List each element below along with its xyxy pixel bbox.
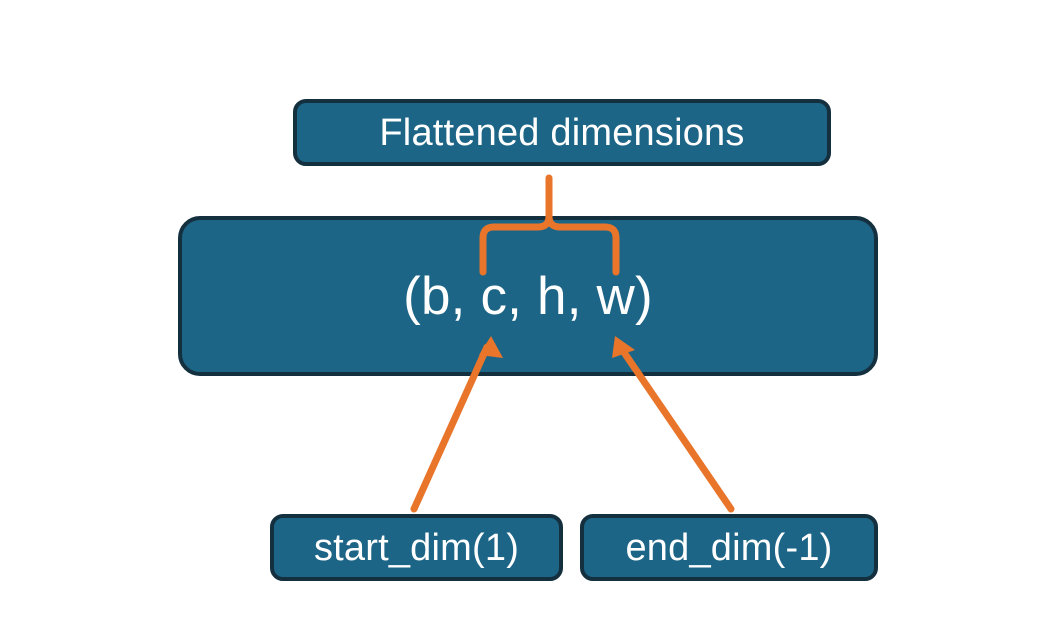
node-end-dim-label: end_dim(-1) (625, 526, 833, 569)
node-tensor-shape[interactable]: (b, c, h, w) (178, 216, 878, 376)
node-flattened-dimensions-label: Flattened dimensions (379, 111, 745, 154)
node-start-dim-label: start_dim(1) (313, 526, 520, 569)
node-start-dim[interactable]: start_dim(1) (270, 514, 563, 581)
node-flattened-dimensions[interactable]: Flattened dimensions (293, 99, 831, 166)
node-end-dim[interactable]: end_dim(-1) (580, 514, 878, 581)
node-tensor-shape-label: (b, c, h, w) (403, 266, 653, 326)
